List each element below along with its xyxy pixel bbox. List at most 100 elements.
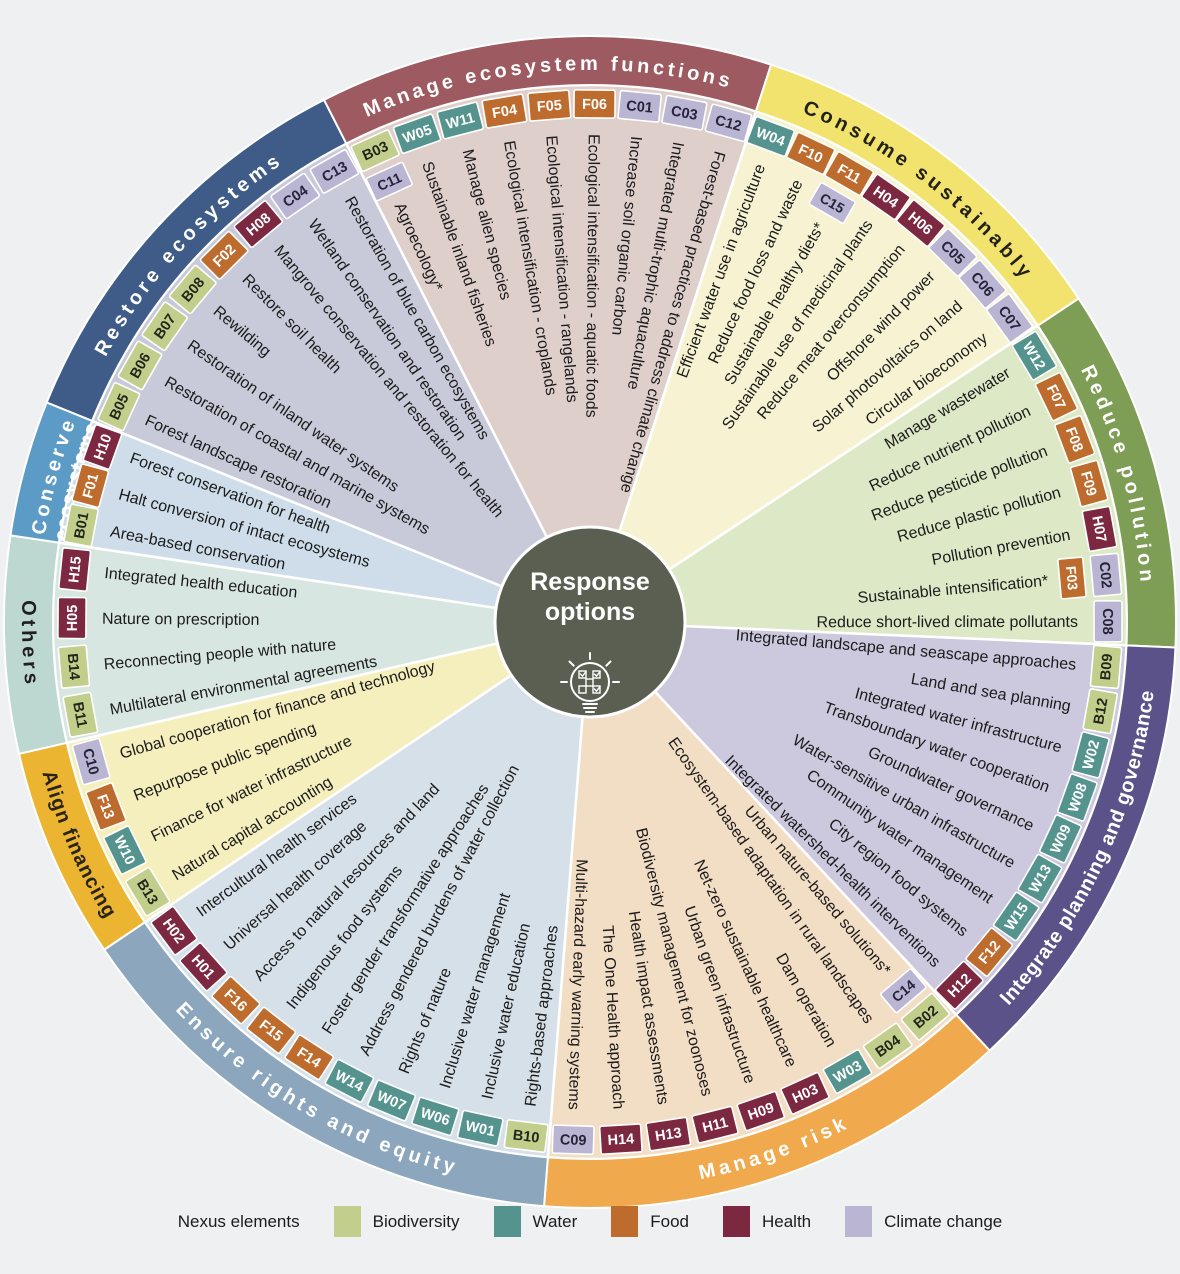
legend-item-food: Food: [611, 1206, 689, 1237]
code-badge-H07: H07: [1081, 505, 1118, 553]
code-badge-H06: H06: [895, 199, 946, 248]
sector-fills: [51, 83, 1129, 1161]
code-badge-F12: F12: [965, 927, 1014, 977]
code-badge-H13: H13: [645, 1116, 692, 1152]
code-badge-B12: B12: [1082, 688, 1119, 735]
svg-text:H14: H14: [607, 1131, 635, 1149]
svg-text:B11: B11: [69, 701, 89, 729]
legend-item-label: Water: [532, 1211, 578, 1231]
svg-text:C10: C10: [79, 747, 102, 777]
svg-text:H13: H13: [654, 1125, 683, 1145]
code-badge-B09: B09: [1089, 644, 1123, 690]
legend-swatch-B: [333, 1206, 361, 1237]
code-badge-W11: W11: [436, 101, 485, 140]
code-badge-C02: C02: [1089, 552, 1123, 598]
code-badge-F16: F16: [211, 975, 261, 1025]
code-badge-B07: B07: [141, 301, 188, 352]
svg-text:H11: H11: [701, 1115, 730, 1137]
svg-text:B12: B12: [1091, 697, 1111, 726]
svg-text:C09: C09: [560, 1132, 587, 1149]
legend-swatch-C: [845, 1206, 873, 1237]
code-badge-C07: C07: [986, 293, 1033, 344]
sector-bands: [3, 35, 1177, 1209]
option-label-F06: Ecological intensification - aquatic foo…: [582, 134, 601, 418]
svg-text:W11: W11: [445, 110, 477, 133]
svg-text:W01: W01: [464, 1118, 497, 1140]
code-badge-C10: C10: [71, 737, 111, 786]
legend-title: Nexus elements: [177, 1211, 300, 1231]
code-badge-F13: F13: [85, 782, 127, 831]
code-badge-W13: W13: [1017, 853, 1063, 904]
legend-item-biodiversity: Biodiversity: [333, 1206, 460, 1237]
code-badge-F06: F06: [573, 89, 616, 119]
legend-item-climate-change: Climate change: [845, 1206, 1002, 1237]
legend-swatch-W: [493, 1206, 521, 1237]
svg-text:B01: B01: [72, 511, 93, 540]
center-circle: [493, 525, 687, 719]
svg-text:C03: C03: [670, 103, 699, 124]
code-badge-W10: W10: [103, 825, 147, 875]
svg-text:C12: C12: [713, 113, 743, 136]
sector-name-others: Others: [17, 600, 43, 689]
code-badge-F04: F04: [481, 93, 528, 129]
svg-text:F03: F03: [1063, 565, 1081, 591]
code-badge-W12: W12: [1011, 330, 1057, 381]
code-badge-F15: F15: [246, 1006, 297, 1054]
svg-text:B14: B14: [64, 653, 82, 681]
svg-text:H15: H15: [66, 556, 85, 584]
code-badge-F11: F11: [824, 151, 875, 196]
code-badge-H15: H15: [58, 547, 92, 592]
code-badge-B03: B03: [350, 129, 400, 173]
code-badge-B14: B14: [57, 644, 91, 689]
code-badge-C09: C09: [551, 1124, 595, 1156]
legend-item-health: Health: [723, 1206, 811, 1237]
code-badge-C11: C11: [365, 161, 413, 202]
code-badge-B05: B05: [97, 382, 141, 432]
code-badge-W08: W08: [1057, 773, 1098, 822]
center-title-line1: Response: [530, 568, 650, 596]
code-badge-B01: B01: [63, 503, 99, 548]
svg-text:H07: H07: [1088, 515, 1109, 544]
code-badge-B06: B06: [117, 340, 163, 391]
center-title-line2: options: [545, 598, 635, 626]
legend-swatch-H: [723, 1206, 750, 1237]
code-badge-H04: H04: [861, 173, 911, 221]
svg-text:F05: F05: [536, 98, 562, 116]
code-badge-H03: H03: [780, 1071, 830, 1115]
svg-text:F06: F06: [582, 97, 607, 113]
code-badge-F07: F07: [1034, 371, 1079, 422]
code-badge-W09: W09: [1038, 814, 1082, 864]
code-badge-C04: C04: [270, 172, 321, 220]
svg-text:F01: F01: [80, 472, 102, 500]
code-badge-F05: F05: [527, 89, 572, 122]
svg-text:B09: B09: [1098, 653, 1116, 681]
code-badge-F01: F01: [71, 463, 110, 509]
svg-text:W02: W02: [1080, 739, 1103, 772]
code-badge-H11: H11: [691, 1105, 739, 1144]
svg-text:F04: F04: [491, 102, 518, 122]
code-badge-B02: B02: [900, 992, 951, 1041]
svg-text:C02: C02: [1096, 561, 1114, 589]
code-badge-C08: C08: [1093, 600, 1123, 643]
code-badge-C01: C01: [617, 89, 663, 123]
code-badge-F10: F10: [786, 131, 836, 175]
code-badge-F14: F14: [284, 1034, 335, 1081]
svg-text:H05: H05: [65, 605, 81, 632]
code-badge-F08: F08: [1054, 415, 1096, 464]
code-badge-B10: B10: [503, 1119, 549, 1154]
legend-item-water: Water: [493, 1206, 578, 1237]
option-label-H05: Nature on prescription: [102, 611, 260, 629]
lightbulb-checklist-icon: [560, 652, 620, 713]
code-badge-W01: W01: [456, 1109, 504, 1147]
svg-text:C08: C08: [1099, 608, 1115, 635]
code-badge-W05: W05: [392, 113, 442, 154]
code-badge-H08: H08: [233, 200, 284, 248]
code-badge-F09: F09: [1069, 459, 1109, 508]
code-badge-W02: W02: [1071, 731, 1110, 779]
code-badge-H05: H05: [57, 596, 87, 640]
legend-item-label: Climate change: [884, 1211, 1003, 1231]
svg-text:C01: C01: [626, 98, 654, 116]
code-badge-C06: C06: [958, 259, 1007, 309]
